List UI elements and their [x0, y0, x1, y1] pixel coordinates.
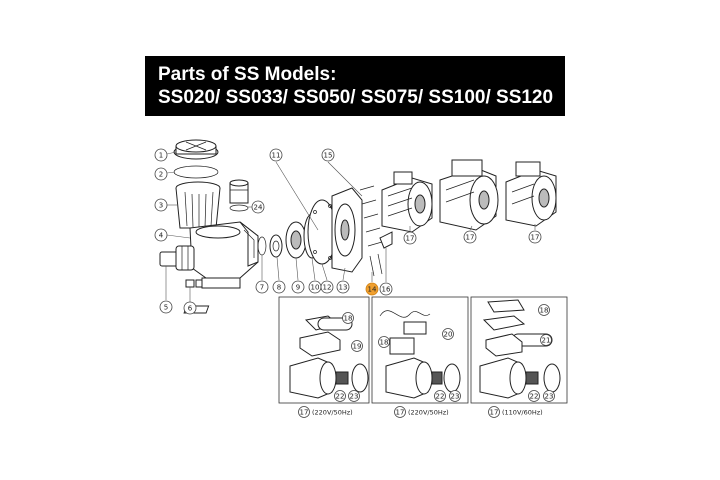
callout-10: 10 [308, 280, 322, 294]
svg-text:23: 23 [451, 393, 460, 401]
callout-17-motor-b: 17 [463, 230, 477, 244]
seal-plate-13-part [331, 187, 363, 273]
panel1-callout-22: 22 [334, 390, 346, 402]
svg-text:17: 17 [490, 409, 499, 417]
svg-text:24: 24 [254, 204, 263, 212]
title-banner: Parts of SS Models: SS020/ SS033/ SS050/… [145, 56, 565, 116]
svg-text:23: 23 [350, 393, 359, 401]
svg-text:11: 11 [272, 152, 281, 160]
panel3-callout-23: 23 [543, 390, 555, 402]
variant-label-1: 17 (220V/50Hz) [298, 406, 353, 418]
panel3-callout-21: 21 [540, 334, 552, 346]
svg-text:22: 22 [336, 393, 345, 401]
panel3-callout-22: 22 [528, 390, 540, 402]
callout-24: 24 [251, 200, 265, 214]
callout-1: 1 [154, 148, 168, 162]
svg-text:(220V/50Hz): (220V/50Hz) [312, 409, 353, 417]
svg-text:21: 21 [542, 337, 551, 345]
svg-text:17: 17 [396, 409, 405, 417]
callout-13: 13 [336, 280, 350, 294]
callout-8: 8 [272, 280, 286, 294]
variant-label-3: 17 (110V/60Hz) [488, 406, 543, 418]
motor-variant-a [381, 171, 433, 233]
variant-label-2: 17 (220V/50Hz) [394, 406, 449, 418]
panel2-callout-20: 20 [442, 328, 454, 340]
detail-panel-3 [470, 296, 568, 404]
svg-text:(110V/60Hz): (110V/60Hz) [502, 409, 543, 417]
svg-text:15: 15 [324, 152, 333, 160]
svg-text:8: 8 [277, 284, 281, 292]
callout-4: 4 [154, 228, 168, 242]
inlet-fitting-part [229, 179, 249, 204]
screws-14-part [369, 253, 383, 277]
callout-6: 6 [183, 301, 197, 315]
svg-text:9: 9 [296, 284, 300, 292]
lid-part [173, 139, 219, 160]
union-fitting-part [159, 245, 195, 271]
strainer-basket-part [175, 181, 221, 229]
detail-panel-1 [183, 296, 370, 404]
svg-text:4: 4 [159, 232, 164, 240]
motor-variant-c [505, 161, 557, 227]
svg-text:6: 6 [188, 305, 193, 313]
callout-16: 16 [379, 282, 393, 296]
svg-text:17: 17 [466, 234, 475, 242]
base-16-part [379, 231, 393, 249]
detail-panel-2 [371, 296, 469, 404]
callout-3: 3 [154, 198, 168, 212]
svg-text:18: 18 [540, 307, 549, 315]
svg-text:17: 17 [531, 234, 540, 242]
panel2-callout-22: 22 [434, 390, 446, 402]
callout-11: 11 [269, 148, 283, 162]
svg-text:7: 7 [260, 284, 264, 292]
leader-lines [165, 151, 536, 302]
panel1-callout-18: 18 [342, 312, 354, 324]
svg-text:18: 18 [380, 339, 389, 347]
svg-text:(220V/50Hz): (220V/50Hz) [408, 409, 449, 417]
callout-9: 9 [291, 280, 305, 294]
callout-15: 15 [321, 148, 335, 162]
callout-7: 7 [255, 280, 269, 294]
drain-plug-part [185, 279, 203, 288]
panel1-callout-23: 23 [348, 390, 360, 402]
svg-text:1: 1 [159, 152, 163, 160]
callout-2: 2 [154, 167, 168, 181]
callout-14: 14 [365, 282, 379, 296]
svg-text:3: 3 [159, 202, 163, 210]
svg-text:5: 5 [164, 304, 168, 312]
bolts-15-part [359, 185, 383, 247]
title-line-1: Parts of SS Models: [158, 64, 337, 85]
svg-text:13: 13 [339, 284, 348, 292]
svg-text:10: 10 [311, 284, 320, 292]
svg-text:12: 12 [323, 284, 332, 292]
panel3-callout-18: 18 [538, 304, 550, 316]
seal-8-part [269, 234, 283, 258]
callout-17-motor-c: 17 [528, 230, 542, 244]
motor-variant-b [439, 159, 499, 231]
svg-text:17: 17 [406, 235, 415, 243]
callout-17-motor-a: 17 [403, 231, 417, 245]
callout-12: 12 [320, 280, 334, 294]
svg-text:20: 20 [444, 331, 453, 339]
svg-text:17: 17 [300, 409, 309, 417]
seal-oring-7-part [257, 236, 267, 256]
panel1-callout-19: 19 [351, 340, 363, 352]
oring-24-part [229, 204, 249, 212]
panel2-callout-18: 18 [378, 336, 390, 348]
callout-5: 5 [159, 300, 173, 314]
svg-text:14: 14 [368, 286, 377, 294]
lid-oring-part [173, 165, 219, 179]
impeller-part [285, 221, 307, 259]
svg-text:23: 23 [545, 393, 554, 401]
svg-text:2: 2 [159, 171, 163, 179]
svg-text:19: 19 [353, 343, 362, 351]
panel2-callout-23: 23 [449, 390, 461, 402]
pump-housing-part [189, 221, 259, 289]
svg-text:16: 16 [382, 286, 391, 294]
svg-text:22: 22 [530, 393, 539, 401]
svg-text:18: 18 [344, 315, 353, 323]
title-line-2: SS020/ SS033/ SS050/ SS075/ SS100/ SS120 [158, 87, 554, 108]
svg-text:22: 22 [436, 393, 445, 401]
